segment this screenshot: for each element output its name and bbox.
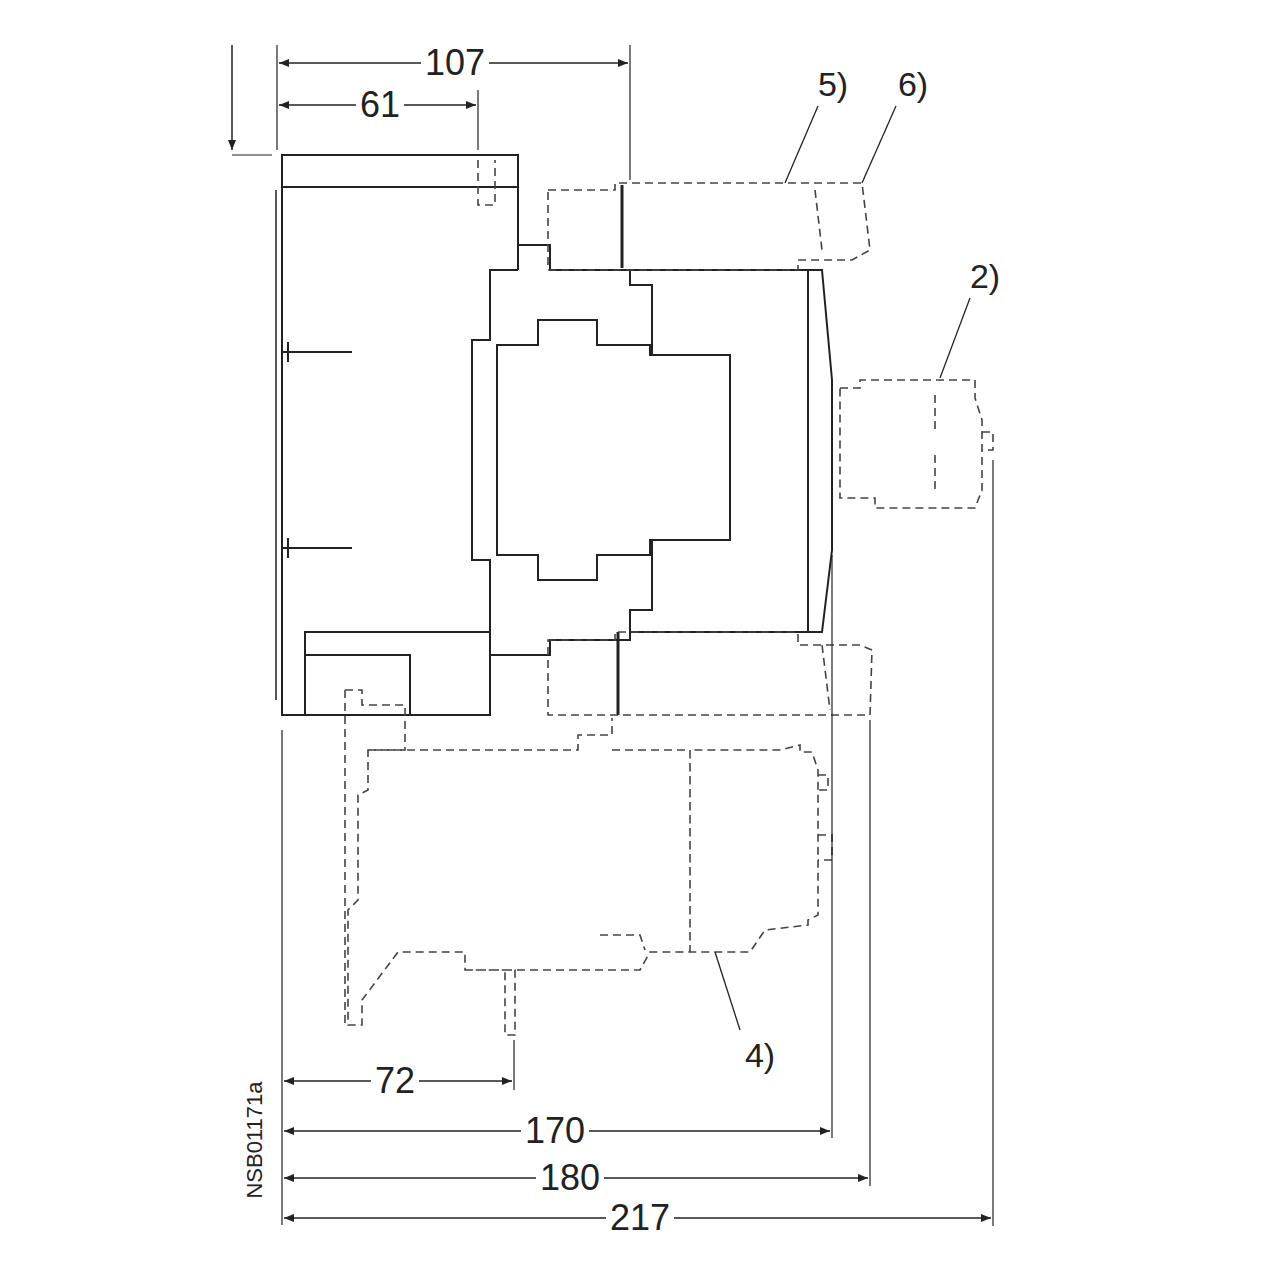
coil-block	[497, 320, 730, 580]
leader-line	[940, 298, 970, 378]
extension-line	[831, 555, 832, 1138]
dimension-value: 61	[356, 85, 404, 125]
mounting-tab	[282, 342, 352, 558]
leader-line	[862, 106, 896, 183]
drawing-number: NSB01171a	[244, 1079, 268, 1200]
auxiliary-block	[478, 160, 822, 250]
leader-line	[785, 106, 818, 183]
dimension-arrow	[231, 45, 233, 150]
housing-step	[472, 270, 518, 655]
overload-relay	[345, 690, 818, 1035]
auxiliary-switch	[935, 395, 993, 490]
callout-number: 4)	[741, 1037, 779, 1074]
leader-lines	[715, 106, 970, 1030]
optional-parts	[345, 160, 993, 1035]
auxiliary-block	[548, 183, 870, 270]
overload-relay	[345, 690, 690, 1025]
dimension-value: 107	[421, 43, 489, 83]
extension-lines	[232, 45, 993, 1226]
dimension-value: 170	[521, 1111, 589, 1151]
callout-number: 6)	[894, 66, 932, 103]
extension-line	[281, 730, 282, 1225]
housing-edge	[807, 270, 809, 632]
terminal-plate	[618, 185, 622, 715]
housing-edge	[282, 186, 518, 188]
callout-number: 5)	[814, 66, 852, 103]
housing-edge	[517, 245, 519, 270]
housing	[282, 155, 832, 715]
extension-line	[629, 45, 630, 180]
housing-edge	[275, 190, 277, 700]
terminal-block	[548, 632, 872, 715]
housing-step	[630, 270, 730, 632]
auxiliary-switch	[840, 380, 982, 508]
extension-line	[477, 90, 478, 150]
extension-line	[992, 460, 993, 1226]
callout-number: 2)	[966, 258, 1004, 295]
extension-line	[513, 1040, 514, 1090]
dimension-lines	[232, 45, 991, 1218]
housing-step	[305, 655, 410, 715]
overload-relay	[600, 775, 832, 950]
leader-line	[715, 952, 740, 1030]
extension-line	[276, 45, 277, 150]
contactor-outline	[276, 155, 832, 715]
dimension-value: 180	[536, 1158, 604, 1198]
extension-line	[232, 154, 272, 155]
dimension-value: 72	[371, 1061, 419, 1101]
extension-line	[869, 720, 870, 1186]
housing-step	[305, 632, 490, 715]
dimension-value: 217	[606, 1198, 674, 1238]
